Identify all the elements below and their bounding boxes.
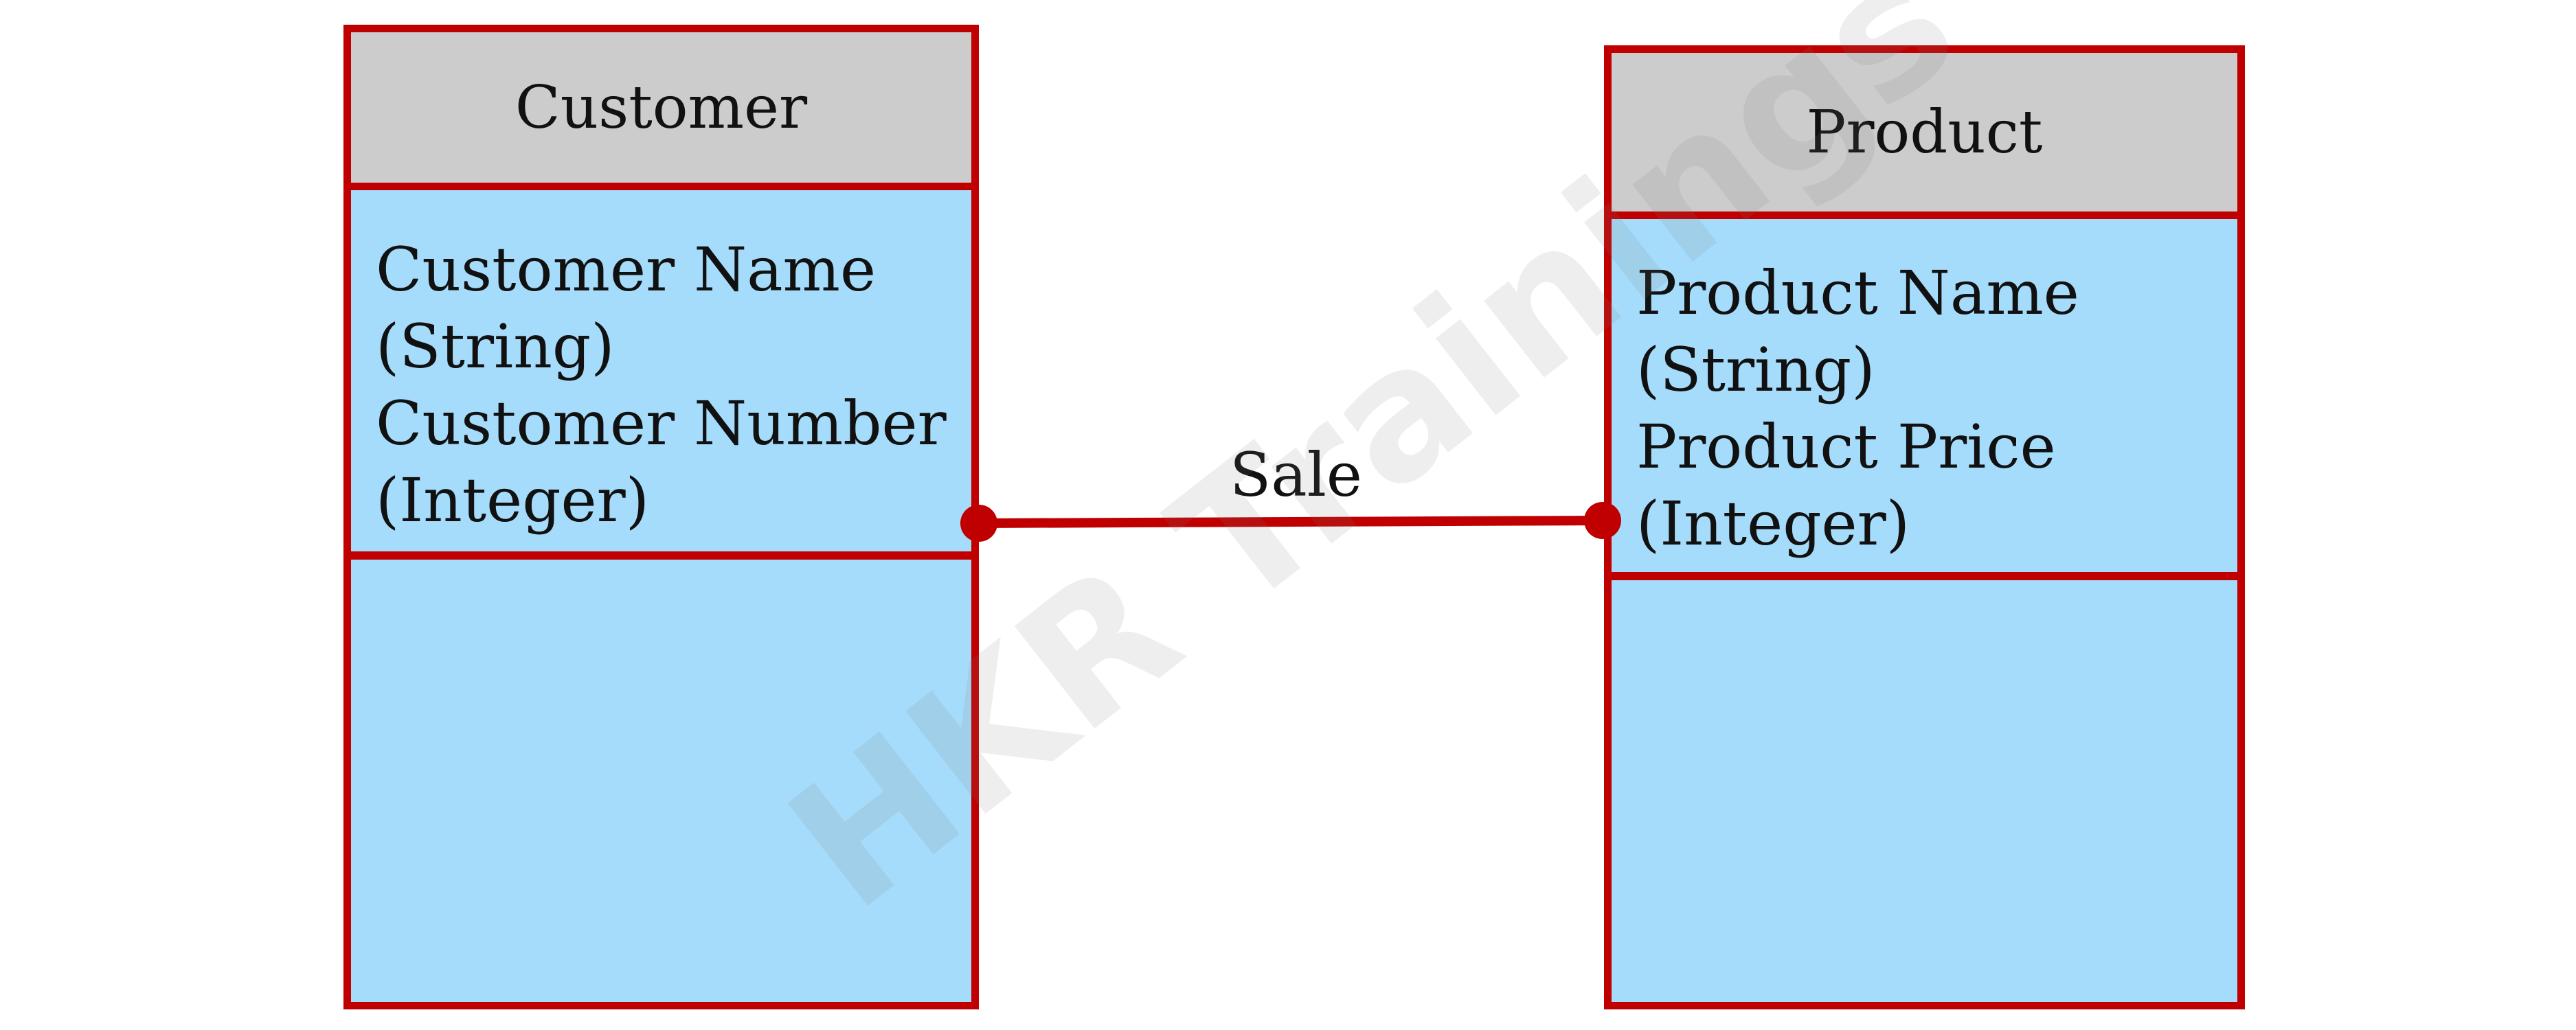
attribute-line: Customer Name [376,234,877,305]
association-label: Sale [1230,439,1362,510]
attribute-type: (String) [1636,334,1875,405]
customer-class-name: Customer [351,32,971,190]
attribute-type: (String) [376,311,615,382]
attribute-line: Customer Number [376,388,947,459]
product-class-name: Product [1612,53,2237,219]
attribute-type: (Integer) [376,465,650,536]
customer-attributes: Customer Name (String) Customer Number (… [351,190,971,560]
attribute-line: Product Name [1636,258,2079,328]
sale-association-line [978,516,1605,528]
attribute-line: Product Price [1636,411,2056,482]
attribute-type: (Integer) [1636,488,1910,559]
customer-methods-compartment [351,560,971,1002]
product-methods-compartment [1612,580,2237,1002]
product-attributes: Product Name (String) Product Price (Int… [1612,219,2237,580]
product-class-box: Product Product Name (String) Product Pr… [1604,45,2245,1009]
customer-class-box: Customer Customer Name (String) Customer… [343,25,979,1009]
